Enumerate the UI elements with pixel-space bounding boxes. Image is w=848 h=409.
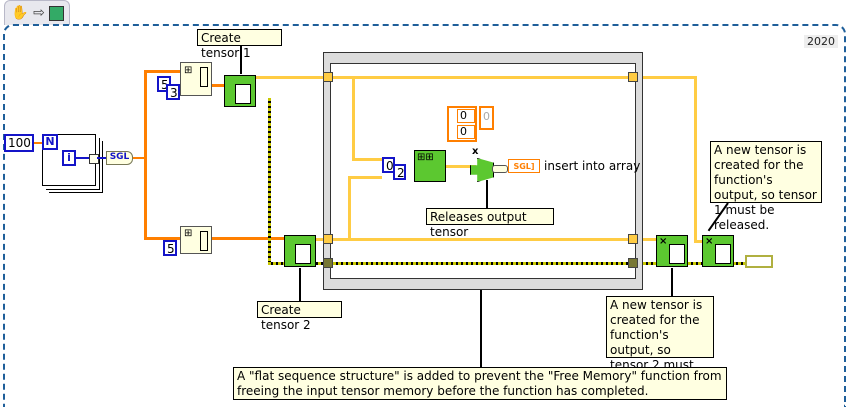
array-column-icon [200,67,208,87]
loop-iteration-terminal: i [62,150,76,166]
hand-icon[interactable]: ✋ [11,5,29,21]
year-label: 2020 [804,35,838,48]
create-tensor-1-node[interactable] [224,75,256,107]
arrow-flat-sequence [480,290,482,367]
tensor-icon [715,244,731,264]
wire-to-reshape-1 [144,70,180,73]
tunnel-tensor1-out [628,72,638,82]
dim2-constant[interactable]: 5 [163,240,177,256]
tensor-icon [669,244,685,264]
toolbar: ✋ ⇨ [4,0,70,25]
note-release-tensor-2: A new tensor is created for the function… [606,296,714,387]
insert-into-array-label: insert into array [544,159,641,173]
wire-reshape2-out [212,237,284,240]
arrow-releases-output [486,180,488,208]
tunnel-error-in [323,258,333,268]
wire-reshape1-out [212,84,224,87]
tensor-function-node[interactable]: ⊞⊞ [414,150,446,182]
wire-error-1 [268,98,271,264]
wire-tensor1-down [694,76,697,242]
wire-branch-1-h-inner [352,158,382,161]
array-icon: ⊞ [184,228,193,239]
wire-tensor1-free [694,240,706,243]
error-out-indicator[interactable] [745,255,773,268]
loop-count-terminal: N [42,134,58,150]
loop-count-constant[interactable]: 100 [4,134,34,152]
auto-index-tunnel [89,154,99,164]
vi-icon[interactable] [49,6,64,21]
arrow-create-tensor-2 [299,268,301,301]
free-tensor-1-node[interactable]: × [702,235,734,267]
reshape-array-2[interactable]: ⊞ [180,226,212,254]
close-icon: × [659,236,668,247]
arrow-create-tensor-1 [240,46,242,74]
note-release-tensor-1: A new tensor is created for the function… [710,141,822,232]
wire-tensor1-inner [333,76,628,79]
array-index-b[interactable]: 0 [457,125,475,139]
tunnel-tensor2-in [323,234,333,244]
create-tensor-2-node[interactable] [284,235,316,267]
wire-orange-vertical [144,70,147,240]
note-create-tensor-1: Create tensor 1 [197,29,282,60]
tunnel-tensor2-out [628,234,638,244]
array-value-element[interactable]: 0 [479,106,494,130]
index-constant-b[interactable]: 2 [393,164,406,180]
array-index-a[interactable]: 0 [457,109,475,123]
wire-loop-count [34,142,44,144]
arrow-right-icon[interactable]: ⇨ [33,5,45,21]
wire-func-out-inner [446,165,476,168]
tensor-icon [235,84,251,104]
array-column-icon [200,231,208,251]
tunnel-error-out [628,258,638,268]
wire-to-sgl [97,157,107,159]
wire-branch-1-inner [352,76,355,160]
wire-error-inner [333,262,628,265]
close-icon: x [472,146,479,157]
dim1-constant-b[interactable]: 3 [166,84,180,100]
sgl-array-indicator[interactable]: SGL] [508,159,540,173]
array-icon: ⊞ [184,65,193,76]
index-constant-a[interactable]: 0 [382,157,395,173]
close-icon: × [705,236,714,247]
note-create-tensor-2: Create tensor 2 [257,301,342,332]
wire-branch-2-inner [348,176,351,240]
pointer-wire [492,165,508,173]
block-diagram-frame: 2020 [3,24,846,407]
free-tensor-2-node[interactable]: × [656,235,688,267]
array-index-control[interactable]: 0 0 [447,106,477,142]
wire-sgl-out [130,157,146,159]
wire-iteration [76,157,90,159]
tensor-icon [295,244,311,264]
reshape-array-1[interactable]: ⊞ [180,62,212,96]
tunnel-tensor1-in [323,72,333,82]
to-sgl-conversion[interactable]: SGL [106,151,133,165]
wire-tensor2-inner [333,238,628,241]
wire-to-reshape-2 [144,237,180,240]
note-releases-output: Releases output tensor [426,208,554,239]
wire-branch-2-h-inner [348,176,382,179]
array-icon: ⊞⊞ [417,152,434,163]
arrow-release-tensor-2 [671,268,673,296]
note-flat-sequence: A "flat sequence structure" is added to … [233,367,727,400]
